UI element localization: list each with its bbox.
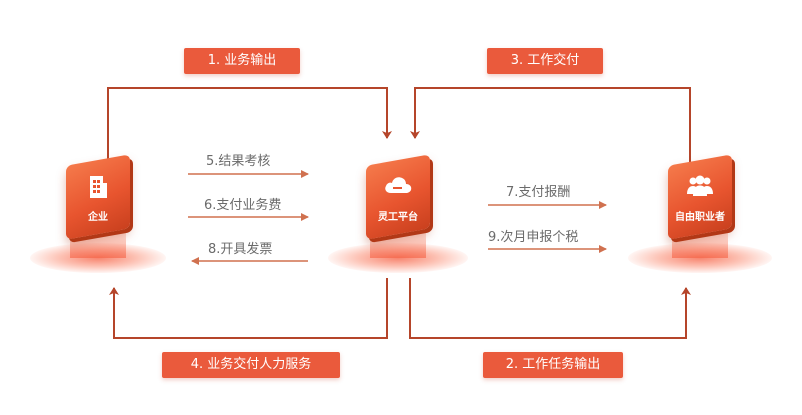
people-icon	[685, 174, 715, 202]
node-platform-label: 灵工平台	[378, 212, 418, 223]
flow-label-pay-fee: 6.支付业务费	[204, 198, 282, 213]
flow-line-task-output	[409, 278, 691, 339]
flow-label-pay-salary: 7.支付报酬	[506, 185, 571, 200]
flow-label-result-review: 5.结果考核	[206, 154, 271, 169]
node-freelancer-label: 自由职业者	[675, 212, 725, 223]
node-platform: 灵工平台	[328, 150, 468, 280]
tag-hr-delivery: 4. 业务交付人力服务	[162, 352, 340, 378]
tag-task-output: 2. 工作任务输出	[483, 352, 623, 378]
node-enterprise-label: 企业	[88, 212, 108, 223]
flow-line-business-output	[107, 87, 392, 170]
flow-label-issue-invoice: 8.开具发票	[208, 242, 273, 257]
flow-label-declare-tax: 9.次月申报个税	[488, 230, 579, 245]
tag-work-delivery: 3. 工作交付	[487, 48, 603, 74]
node-enterprise: 企业	[28, 150, 168, 280]
flow-line-work-delivery	[410, 87, 691, 170]
flow-line-hr-delivery	[109, 278, 388, 339]
tag-business-output: 1. 业务输出	[184, 48, 300, 74]
cloud-icon	[383, 174, 413, 200]
building-icon	[87, 174, 109, 204]
node-freelancer: 自由职业者	[628, 150, 772, 280]
